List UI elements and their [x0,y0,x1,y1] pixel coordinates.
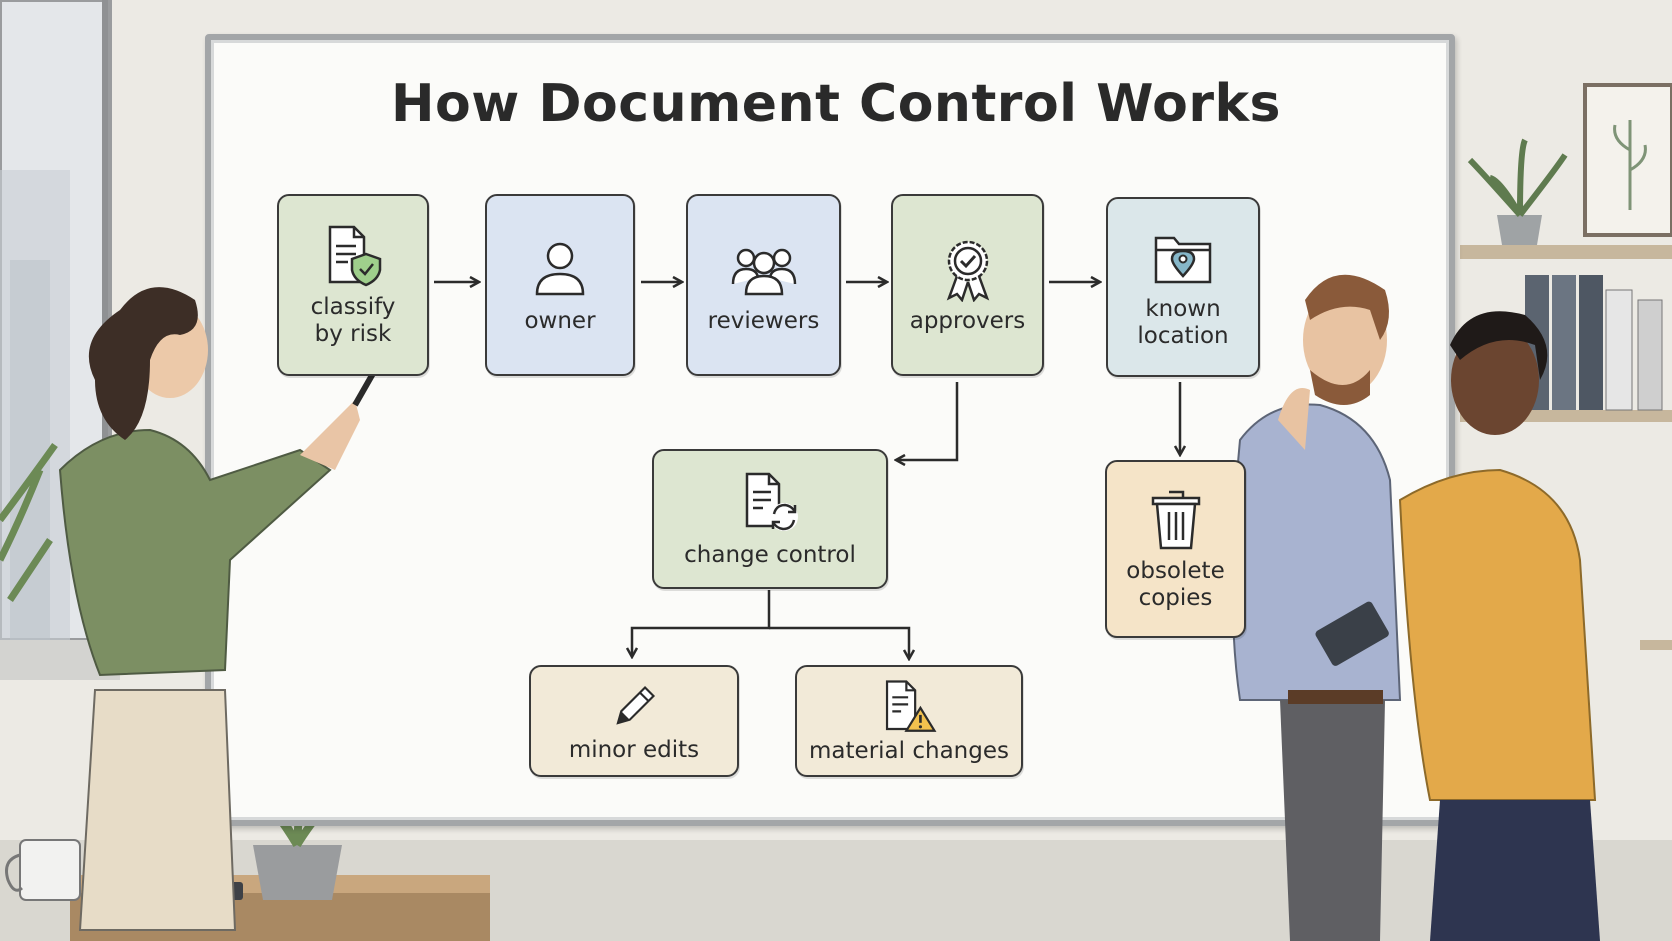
document-refresh-icon [745,472,798,531]
node-known-location: known location [1106,197,1260,377]
node-owner: owner [485,194,635,376]
node-minor-edits: minor edits [529,665,739,777]
node-obsolete-copies: obsolete copies [1105,460,1246,638]
node-label: approvers [909,307,1026,334]
trash-icon [1151,490,1200,550]
node-label: material changes [809,737,1009,764]
award-check-icon [946,240,989,302]
group-icon [731,248,796,295]
arrow-change-control-split [632,590,771,656]
node-classify-by-risk: classify by risk [277,194,429,376]
arrow-approvers-to-change-control [897,382,959,460]
arrow-change-control-to-material [769,626,909,658]
pencil-icon [616,685,656,725]
node-label: obsolete copies [1126,558,1225,611]
node-approvers: approvers [891,194,1044,376]
document-warning-icon [885,679,937,732]
node-label: change control [684,541,856,568]
node-label: owner [524,307,596,334]
folder-pin-icon [1154,236,1212,284]
node-material-changes: material changes [795,665,1023,777]
node-reviewers: reviewers [686,194,841,376]
diagram-title: How Document Control Works [390,74,1282,134]
node-label: classify by risk [310,294,396,347]
person-icon [535,242,585,295]
node-label: known location [1137,296,1229,349]
node-change-control: change control [652,449,888,589]
node-label: reviewers [707,307,820,334]
node-label: minor edits [568,736,700,763]
document-shield-icon [328,225,382,287]
